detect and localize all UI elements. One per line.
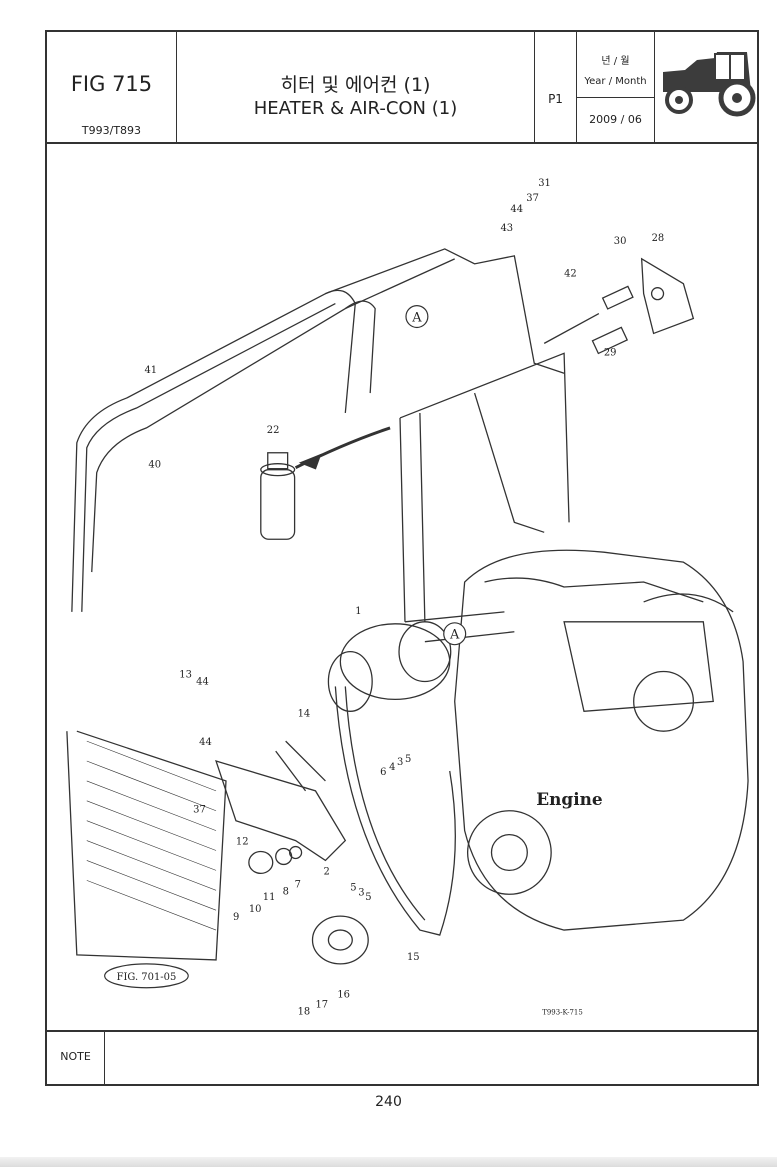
callout-2: 2 — [323, 866, 329, 877]
page-cell: P1 — [535, 32, 577, 142]
model-code: T993/T893 — [81, 124, 142, 137]
callout-18: 18 — [298, 1007, 311, 1018]
figure-reference-label: FIG. 701-05 — [117, 972, 177, 983]
callout-labels: 31 37 44 43 30 28 42 29 41 40 22 1 13 44… — [144, 178, 664, 1017]
exploded-view-drawing: A A Engine FIG. 701-05 T993-K-715 31 37 … — [66, 178, 749, 1018]
page-number: 240 — [375, 1094, 402, 1110]
title-korean: 히터 및 에어컨 (1) — [280, 74, 431, 96]
callout-43: 43 — [500, 223, 513, 234]
title-english: HEATER & AIR-CON (1) — [253, 98, 458, 119]
date-header-korean: 년 / 월 — [601, 56, 630, 67]
callout-5-c: 5 — [365, 892, 371, 903]
callout-14: 14 — [298, 708, 311, 719]
note-label: NOTE — [47, 1032, 105, 1084]
callout-22: 22 — [267, 425, 280, 436]
sheet-header: FIG 715 T993/T893 히터 및 에어컨 (1) HEATER & … — [47, 32, 757, 144]
callout-12: 12 — [236, 837, 249, 848]
callout-30: 30 — [614, 236, 627, 247]
callout-28: 28 — [652, 233, 665, 244]
note-row: NOTE — [47, 1030, 757, 1084]
callout-3-b: 3 — [358, 887, 364, 898]
date-cell: 년 / 월 Year / Month 2009 / 06 — [577, 32, 655, 142]
callout-16: 16 — [337, 990, 350, 1001]
callout-4: 4 — [389, 762, 395, 773]
callout-3: 3 — [397, 757, 403, 768]
detail-marker-a-label: A — [411, 311, 422, 326]
callout-31: 31 — [538, 178, 551, 189]
callout-42: 42 — [564, 269, 577, 280]
callout-1: 1 — [355, 606, 361, 617]
callout-37-b: 37 — [193, 805, 206, 816]
detail-marker-a-bottom: A — [443, 622, 467, 646]
callout-29: 29 — [604, 347, 617, 358]
callout-13: 13 — [179, 669, 192, 680]
callout-9: 9 — [233, 912, 239, 923]
callout-7: 7 — [295, 879, 301, 890]
figure-number: FIG 715 — [70, 72, 153, 96]
callout-41: 41 — [144, 365, 157, 376]
callout-10: 10 — [249, 904, 262, 915]
date-header-english: Year / Month — [584, 76, 647, 87]
callout-6: 6 — [380, 767, 386, 778]
detail-marker-a-top: A — [405, 304, 429, 329]
page-label: P1 — [548, 92, 563, 106]
callout-37: 37 — [526, 193, 539, 204]
callout-5-b: 5 — [350, 882, 356, 893]
parts-sheet: FIG 715 T993/T893 히터 및 에어컨 (1) HEATER & … — [45, 30, 759, 1086]
callout-44-c: 44 — [199, 737, 212, 748]
scan-edge — [0, 1157, 777, 1167]
callout-5: 5 — [405, 754, 411, 765]
callout-15: 15 — [407, 952, 420, 963]
callout-11: 11 — [263, 892, 276, 903]
callout-8: 8 — [283, 886, 289, 897]
callout-44-b: 44 — [196, 676, 209, 687]
tractor-icon — [663, 52, 756, 117]
figure-cell: FIG 715 T993/T893 — [47, 32, 177, 142]
callout-17: 17 — [315, 1000, 328, 1011]
title-cell: 히터 및 에어컨 (1) HEATER & AIR-CON (1) — [177, 32, 535, 142]
date-header: 년 / 월 Year / Month — [577, 32, 654, 98]
figure-reference: FIG. 701-05 — [104, 963, 189, 989]
callout-40: 40 — [148, 460, 161, 471]
date-value: 2009 / 06 — [589, 113, 642, 126]
drawing-code: T993-K-715 — [542, 1009, 583, 1017]
engine-label: Engine — [536, 789, 602, 809]
tractor-logo — [655, 32, 761, 142]
detail-marker-a-label-2: A — [449, 628, 460, 643]
callout-44: 44 — [510, 204, 523, 215]
